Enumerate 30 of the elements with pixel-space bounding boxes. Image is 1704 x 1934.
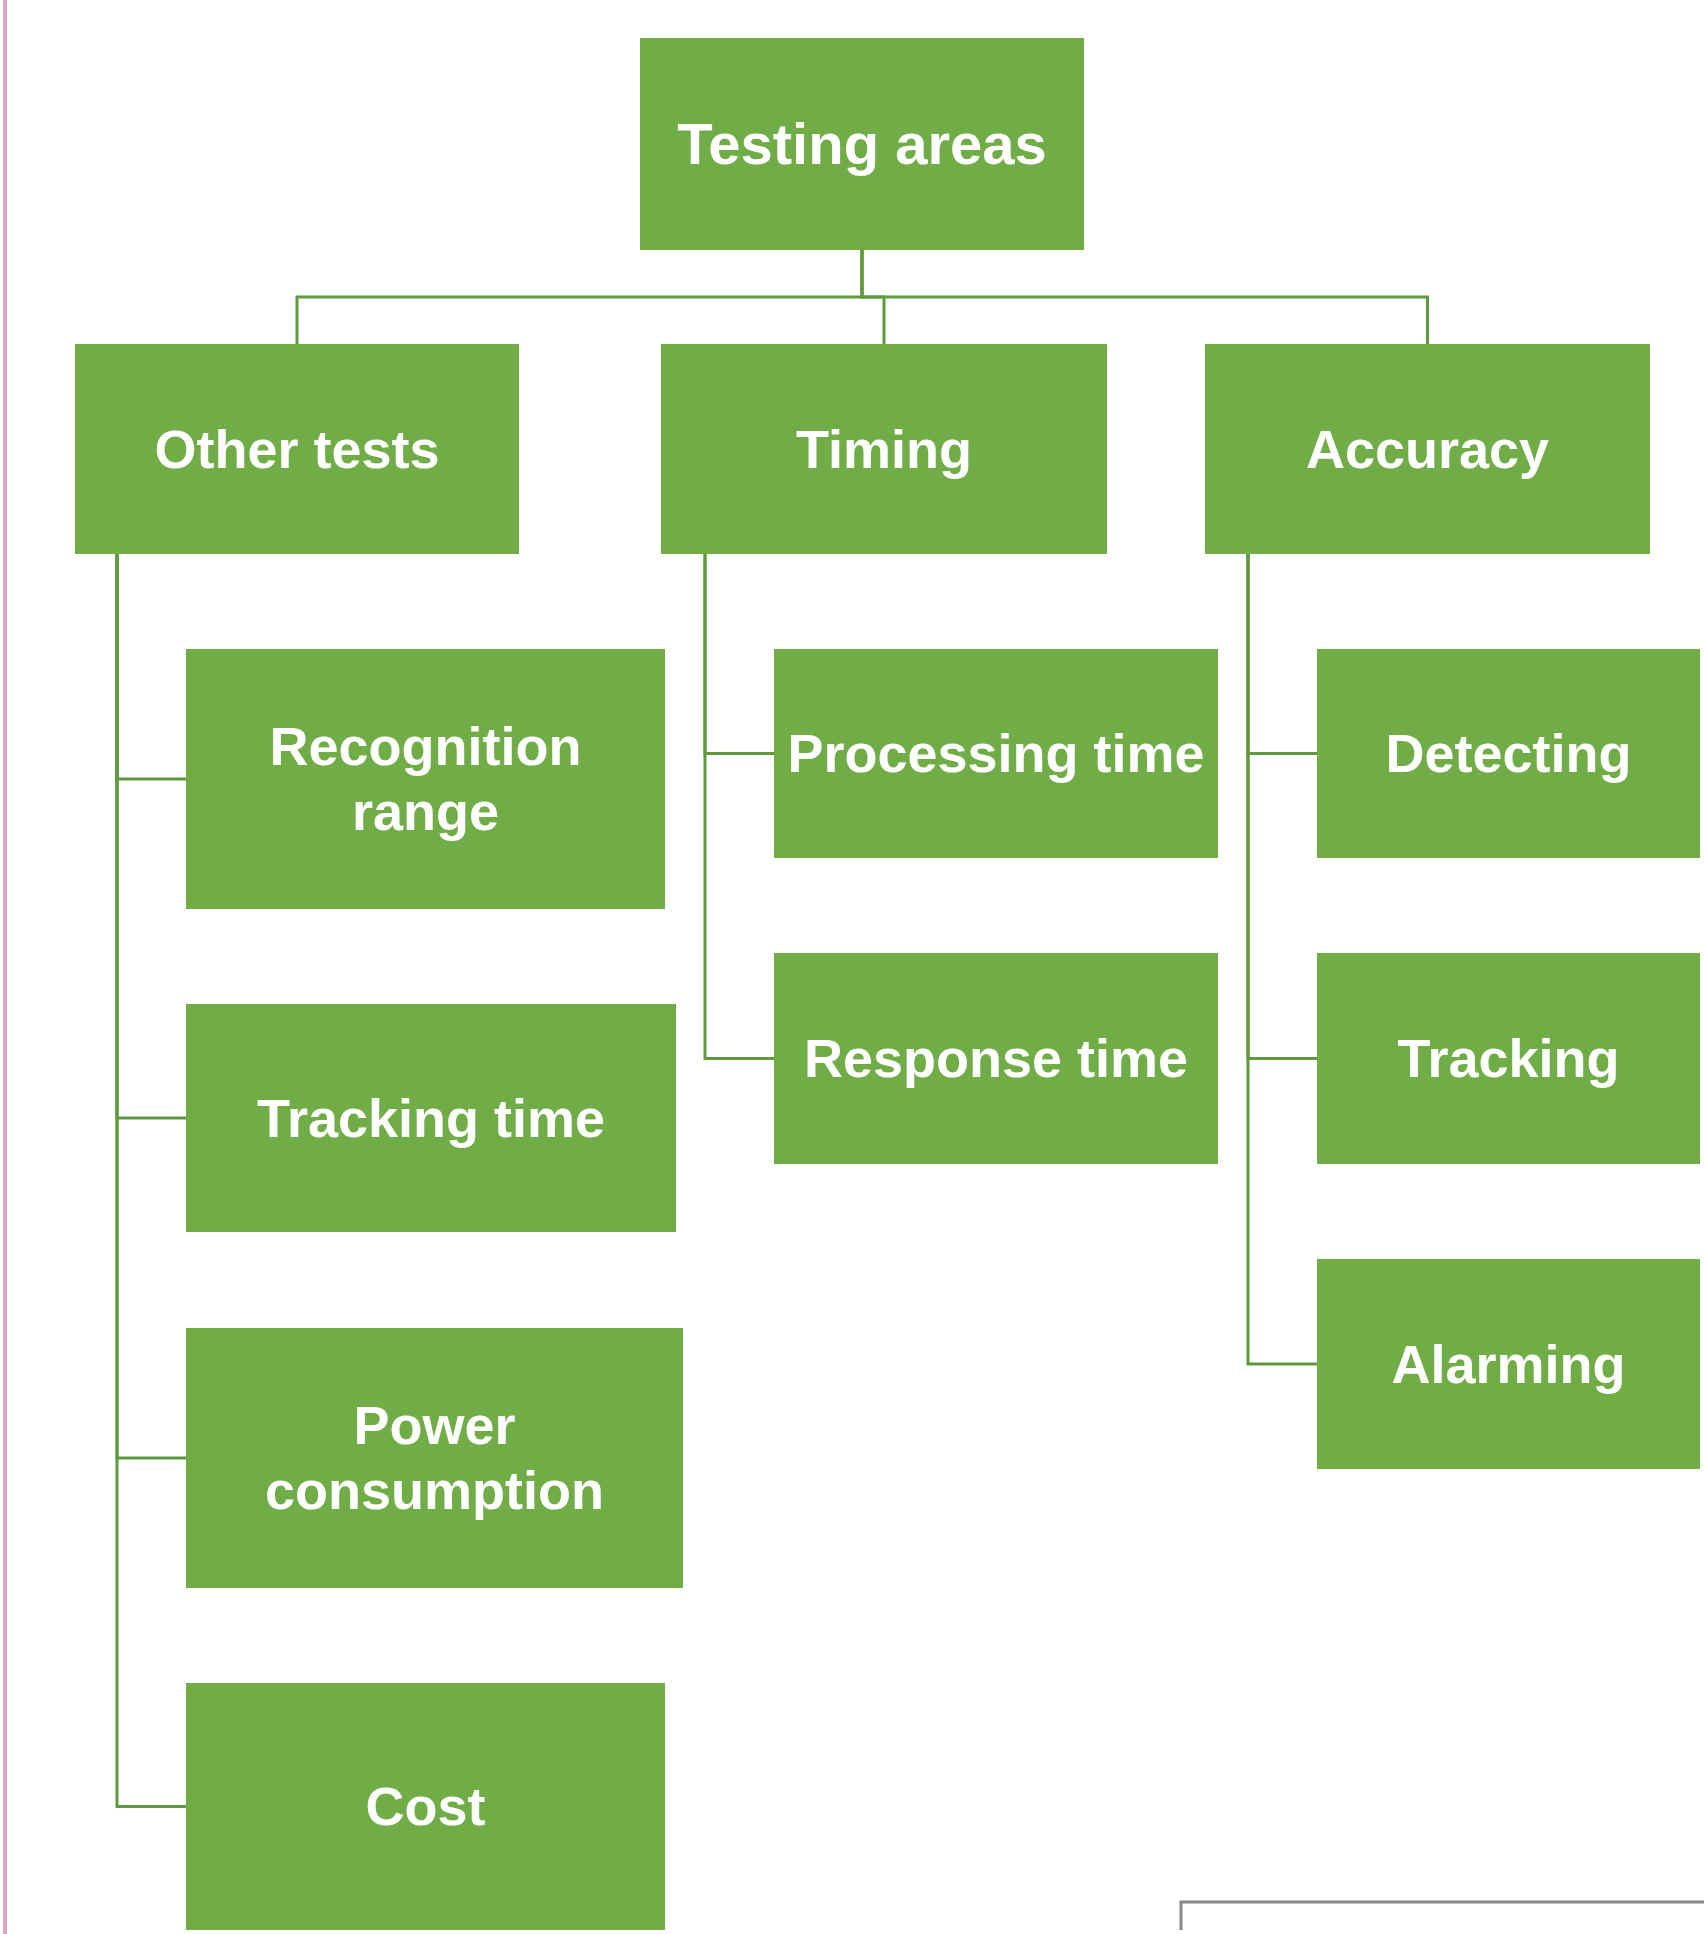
category-box — [774, 649, 1218, 858]
category-box — [661, 344, 1107, 554]
box-label: Testing areas — [677, 110, 1047, 179]
category-box — [1205, 344, 1650, 554]
connector-line — [115, 554, 186, 1808]
category-box — [186, 1683, 665, 1930]
box-label: Other tests — [154, 417, 440, 481]
box-label: Cost — [365, 1775, 486, 1839]
box-label: Tracking time — [256, 1086, 606, 1150]
box-label: Power consumption — [264, 1394, 605, 1522]
box-label: Tracking — [1397, 1027, 1620, 1091]
connector-line — [703, 554, 774, 1060]
box-label: Accuracy — [1305, 417, 1550, 481]
category-box — [640, 38, 1084, 250]
connector-line — [860, 250, 1429, 344]
category-box — [186, 649, 665, 909]
connector-line — [1246, 554, 1317, 1366]
category-box — [1317, 953, 1700, 1164]
category-box — [774, 953, 1218, 1164]
category-box — [186, 1004, 676, 1232]
category-box — [1317, 1259, 1700, 1469]
category-box — [186, 1328, 683, 1588]
category-box — [1317, 649, 1700, 858]
box-label: Alarming — [1391, 1332, 1626, 1396]
box-label: Processing time — [787, 722, 1205, 786]
box-label: Response time — [803, 1027, 1189, 1091]
category-box — [75, 344, 519, 554]
box-label: Detecting — [1385, 722, 1632, 786]
box-label: Recognition range — [268, 715, 583, 843]
box-label: Timing — [796, 417, 972, 481]
